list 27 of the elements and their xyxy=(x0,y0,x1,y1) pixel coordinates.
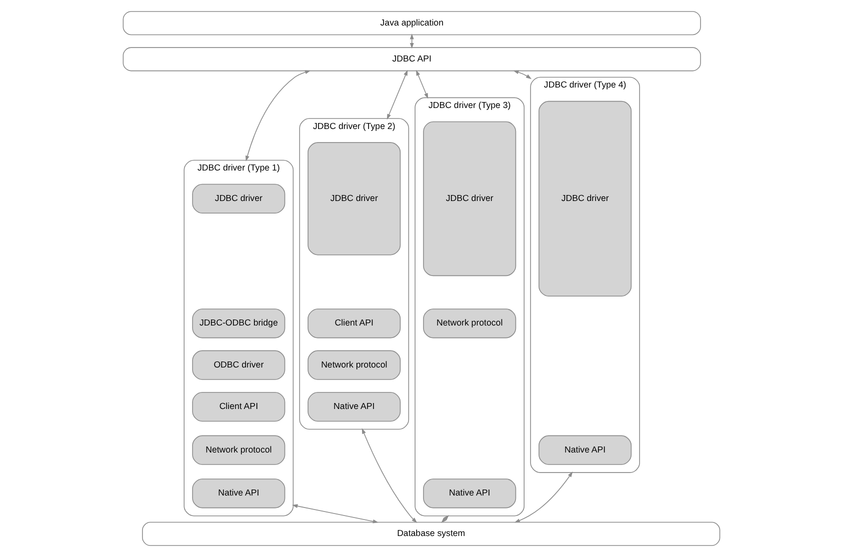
node-box: Java application xyxy=(122,11,700,36)
node-box: Network protocol xyxy=(192,435,285,465)
arrow xyxy=(292,504,378,524)
node-box: JDBC driver xyxy=(192,184,285,214)
arrow xyxy=(386,70,408,120)
node-box: Network protocol xyxy=(307,350,400,380)
node-box: Database system xyxy=(142,522,720,546)
arrow xyxy=(245,70,310,162)
arrow xyxy=(409,34,414,49)
node-box: Native API xyxy=(192,478,285,508)
node-box: Native API xyxy=(538,435,632,465)
node-box: Network protocol xyxy=(422,308,516,338)
node-box: Client API xyxy=(307,308,400,338)
arrow xyxy=(361,428,417,523)
arrow xyxy=(514,472,572,523)
arrow xyxy=(416,70,428,99)
node-box: JDBC API xyxy=(122,47,700,72)
node-box: JDBC-ODBC bridge xyxy=(192,308,285,338)
arrow xyxy=(512,70,532,80)
node-box: Native API xyxy=(307,392,400,422)
node-box: Client API xyxy=(192,392,285,422)
arrow xyxy=(440,515,449,523)
node-box: Native API xyxy=(422,478,516,508)
node-box: JDBC driver xyxy=(307,142,400,256)
node-box: JDBC driver xyxy=(538,100,632,297)
node-box: JDBC driver xyxy=(422,121,516,276)
node-box: ODBC driver xyxy=(192,350,285,380)
